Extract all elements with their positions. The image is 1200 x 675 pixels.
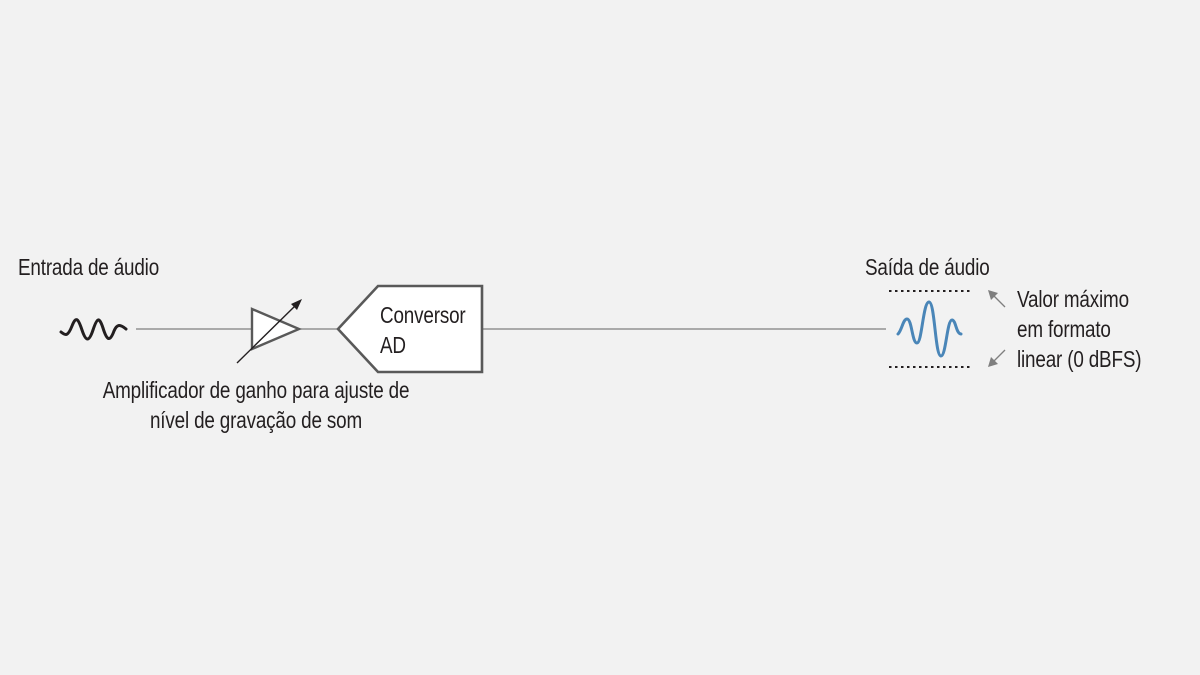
pointer-arrow-top-head-icon bbox=[988, 290, 998, 300]
output-waveform-icon bbox=[896, 300, 963, 358]
max-value-line1: Valor máximo bbox=[1017, 286, 1129, 312]
ad-converter-shape bbox=[336, 284, 484, 374]
input-label: Entrada de áudio bbox=[18, 254, 160, 280]
pointer-arrow-bottom-head-icon bbox=[988, 357, 998, 367]
amplifier-triangle-icon bbox=[250, 307, 303, 351]
pointer-arrow-top-shaft bbox=[992, 294, 1006, 308]
converter-label-line2: AD bbox=[380, 332, 406, 358]
max-value-line3: linear (0 dBFS) bbox=[1017, 346, 1142, 372]
converter-label: Conversor AD bbox=[380, 300, 466, 360]
amplifier-label-line2: nível de gravação de som bbox=[149, 407, 363, 433]
gain-arrow-head-icon bbox=[291, 299, 302, 310]
converter-label-line1: Conversor bbox=[380, 302, 466, 328]
amplifier-label-line1: Amplificador de ganho para ajuste de bbox=[102, 377, 410, 403]
input-waveform-icon bbox=[59, 318, 128, 341]
gain-arrow-shaft bbox=[236, 304, 297, 364]
max-value-label: Valor máximo em formato linear (0 dBFS) bbox=[1017, 284, 1142, 374]
max-value-line2: em formato bbox=[1017, 316, 1111, 342]
pointer-arrow-bottom-shaft bbox=[992, 349, 1006, 363]
amplifier-label: Amplificador de ganho para ajuste de nív… bbox=[92, 375, 420, 435]
output-label: Saída de áudio bbox=[865, 254, 990, 280]
